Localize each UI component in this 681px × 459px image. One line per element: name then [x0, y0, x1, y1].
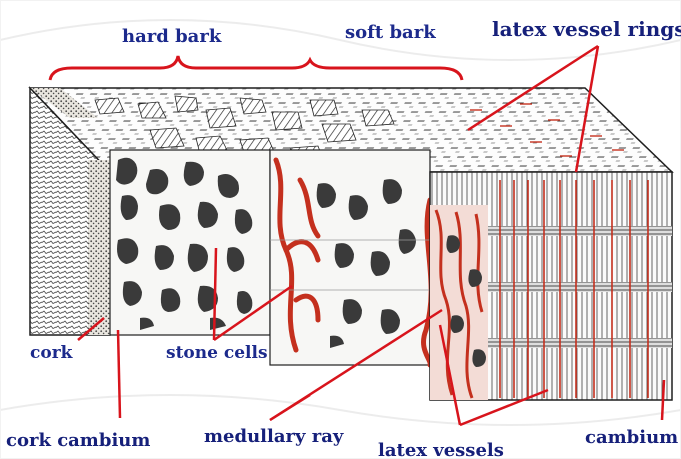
label-latex-vessel-rings: latex vessel rings [492, 17, 681, 41]
block-right-section [430, 172, 672, 400]
label-soft-bark: soft bark [345, 22, 436, 43]
label-stone-cells: stone cells [166, 343, 268, 363]
pointer-cork-cambium [118, 330, 120, 418]
label-medullary-ray: medullary ray [204, 426, 344, 447]
bark-brace [50, 56, 462, 80]
label-cork: cork [30, 343, 74, 363]
label-latex-vessels: latex vessels [378, 440, 504, 459]
label-cork-cambium: cork cambium [6, 430, 150, 451]
pointer-medullary-ray-2 [270, 395, 310, 420]
label-hard-bark: hard bark [122, 26, 222, 47]
label-cambium: cambium [585, 427, 678, 448]
